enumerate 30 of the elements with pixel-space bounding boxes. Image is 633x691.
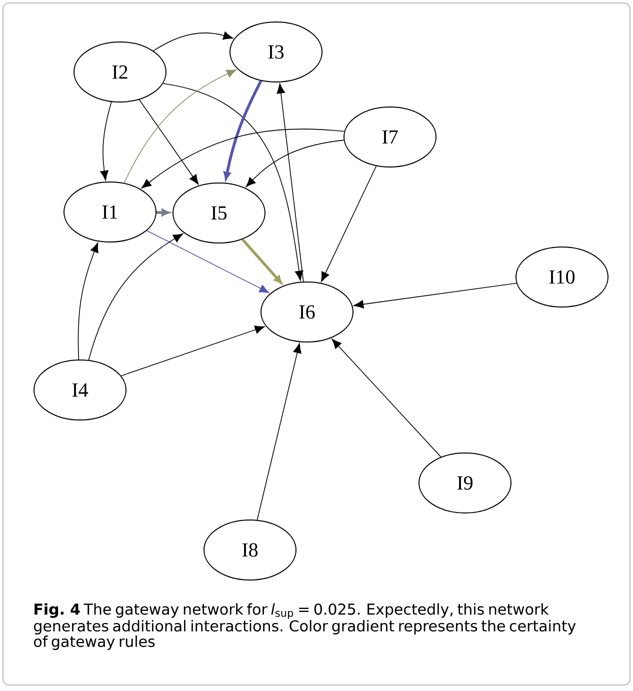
arrow [124,69,237,184]
arrow [78,242,98,360]
arrow [246,140,344,188]
arrow [354,282,517,308]
arrow [138,99,199,185]
ellipse-node: I1 [64,182,156,242]
ellipse-node: I7 [344,106,436,168]
arrow [156,208,170,216]
ellipse-node: I9 [418,452,512,514]
arrow [162,83,304,281]
arrow [224,80,262,180]
ellipse-node: I3 [230,22,322,82]
arrow [256,343,302,520]
arrow [88,233,184,360]
arrow [146,230,270,294]
ellipse-node: I10 [516,246,608,308]
caption: Fig. 4 The gateway network for l$_{sup}$ = 0.025. Expectedly, this network generates additional interactions. Color gradient represents the certainty of gateway rules [34,603,576,650]
arrow [241,238,282,284]
arrow [332,338,442,458]
ellipse-node: I6 [260,282,354,342]
ellipse-node: I4 [34,360,126,420]
arrow [276,84,304,282]
arrow [141,128,345,188]
ellipse-node: I8 [204,520,296,580]
arrow [153,32,234,52]
ellipse-node: I2 [74,42,166,102]
ellipse-node: I5 [172,182,266,244]
arrow [321,166,377,282]
arrow [120,326,265,376]
arrow [100,102,112,181]
